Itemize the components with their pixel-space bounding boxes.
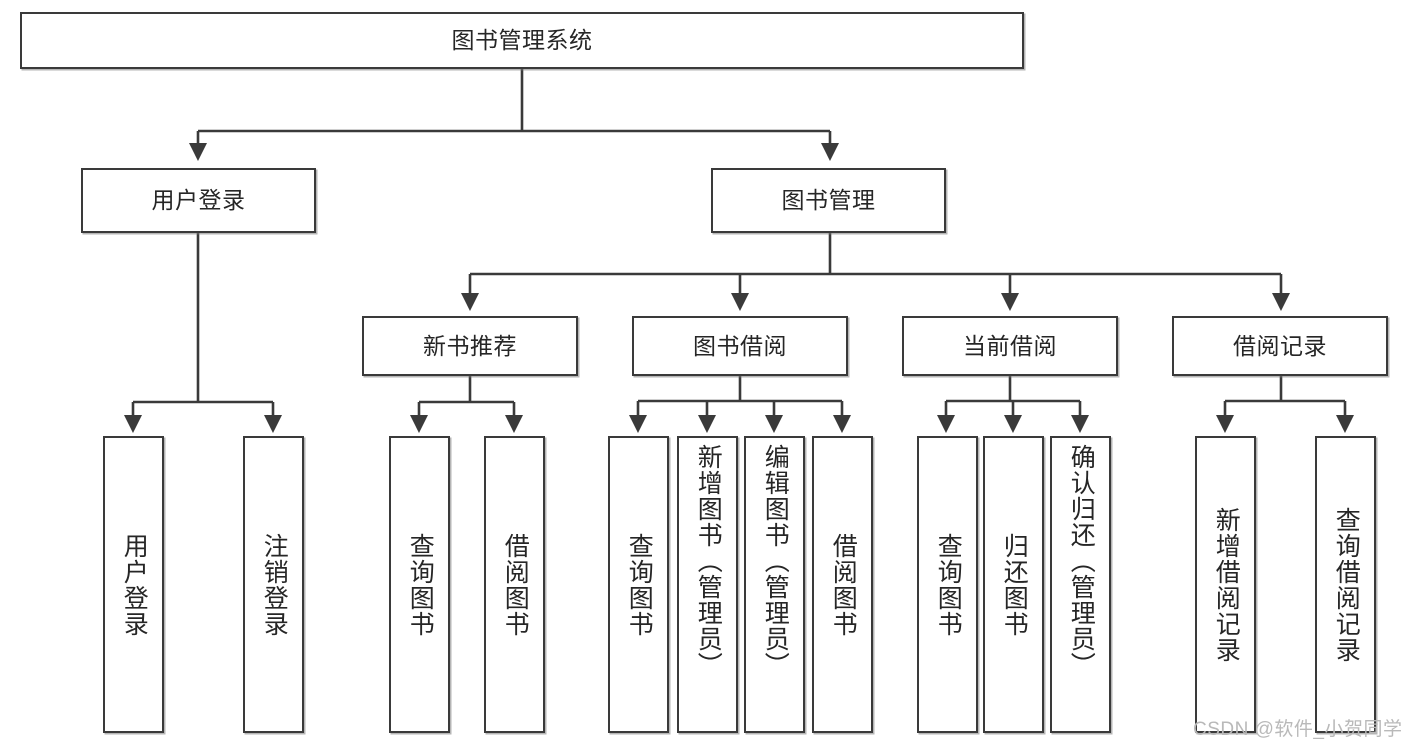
node-label: 用户登录 [151, 187, 246, 214]
leaf-borrow-add-book-admin[interactable]: 新增图书（管理员） [677, 436, 738, 733]
node-new-book-recommend[interactable]: 新书推荐 [362, 316, 578, 376]
node-label: 新增图书（管理员） [694, 444, 723, 678]
node-label: 图书管理系统 [451, 27, 593, 54]
node-label: 当前借阅 [963, 332, 1057, 359]
node-label: 查询图书 [934, 532, 963, 637]
node-label: 借阅图书 [829, 532, 858, 637]
node-label: 归还图书 [1000, 532, 1029, 637]
node-label: 借阅记录 [1233, 332, 1327, 359]
node-label: 新增借阅记录 [1212, 506, 1241, 663]
node-label: 图书管理 [781, 187, 876, 214]
csdn-watermark: CSDN @软件_小贺同学 [1193, 719, 1403, 740]
node-book-borrow[interactable]: 图书借阅 [632, 316, 848, 376]
node-label: 查询图书 [406, 532, 435, 637]
node-book-management[interactable]: 图书管理 [711, 168, 946, 233]
leaf-current-confirm-return-admin[interactable]: 确认归还（管理员） [1050, 436, 1111, 733]
leaf-borrow-borrow-book[interactable]: 借阅图书 [812, 436, 873, 733]
leaf-borrow-query-book[interactable]: 查询图书 [608, 436, 669, 733]
leaf-recommend-query-book[interactable]: 查询图书 [389, 436, 450, 733]
node-label: 查询借阅记录 [1332, 506, 1361, 663]
node-label: 图书借阅 [693, 332, 787, 359]
node-label: 编辑图书（管理员） [761, 444, 790, 678]
leaf-user-login-login[interactable]: 用户登录 [103, 436, 164, 733]
leaf-record-add-record[interactable]: 新增借阅记录 [1195, 436, 1256, 733]
leaf-record-query-record[interactable]: 查询借阅记录 [1315, 436, 1376, 733]
leaf-user-login-logout[interactable]: 注销登录 [243, 436, 304, 733]
node-label: 借阅图书 [501, 532, 530, 637]
leaf-current-query-book[interactable]: 查询图书 [917, 436, 978, 733]
node-label: 新书推荐 [423, 332, 517, 359]
node-label: 用户登录 [120, 532, 149, 637]
node-label: 确认归还（管理员） [1067, 444, 1096, 678]
node-user-login[interactable]: 用户登录 [81, 168, 316, 233]
node-borrow-record[interactable]: 借阅记录 [1172, 316, 1388, 376]
leaf-borrow-edit-book-admin[interactable]: 编辑图书（管理员） [744, 436, 805, 733]
node-label: 查询图书 [625, 532, 654, 637]
node-label: 注销登录 [260, 532, 289, 637]
node-current-borrow[interactable]: 当前借阅 [902, 316, 1118, 376]
node-root-system[interactable]: 图书管理系统 [20, 12, 1024, 69]
leaf-current-return-book[interactable]: 归还图书 [983, 436, 1044, 733]
leaf-recommend-borrow-book[interactable]: 借阅图书 [484, 436, 545, 733]
